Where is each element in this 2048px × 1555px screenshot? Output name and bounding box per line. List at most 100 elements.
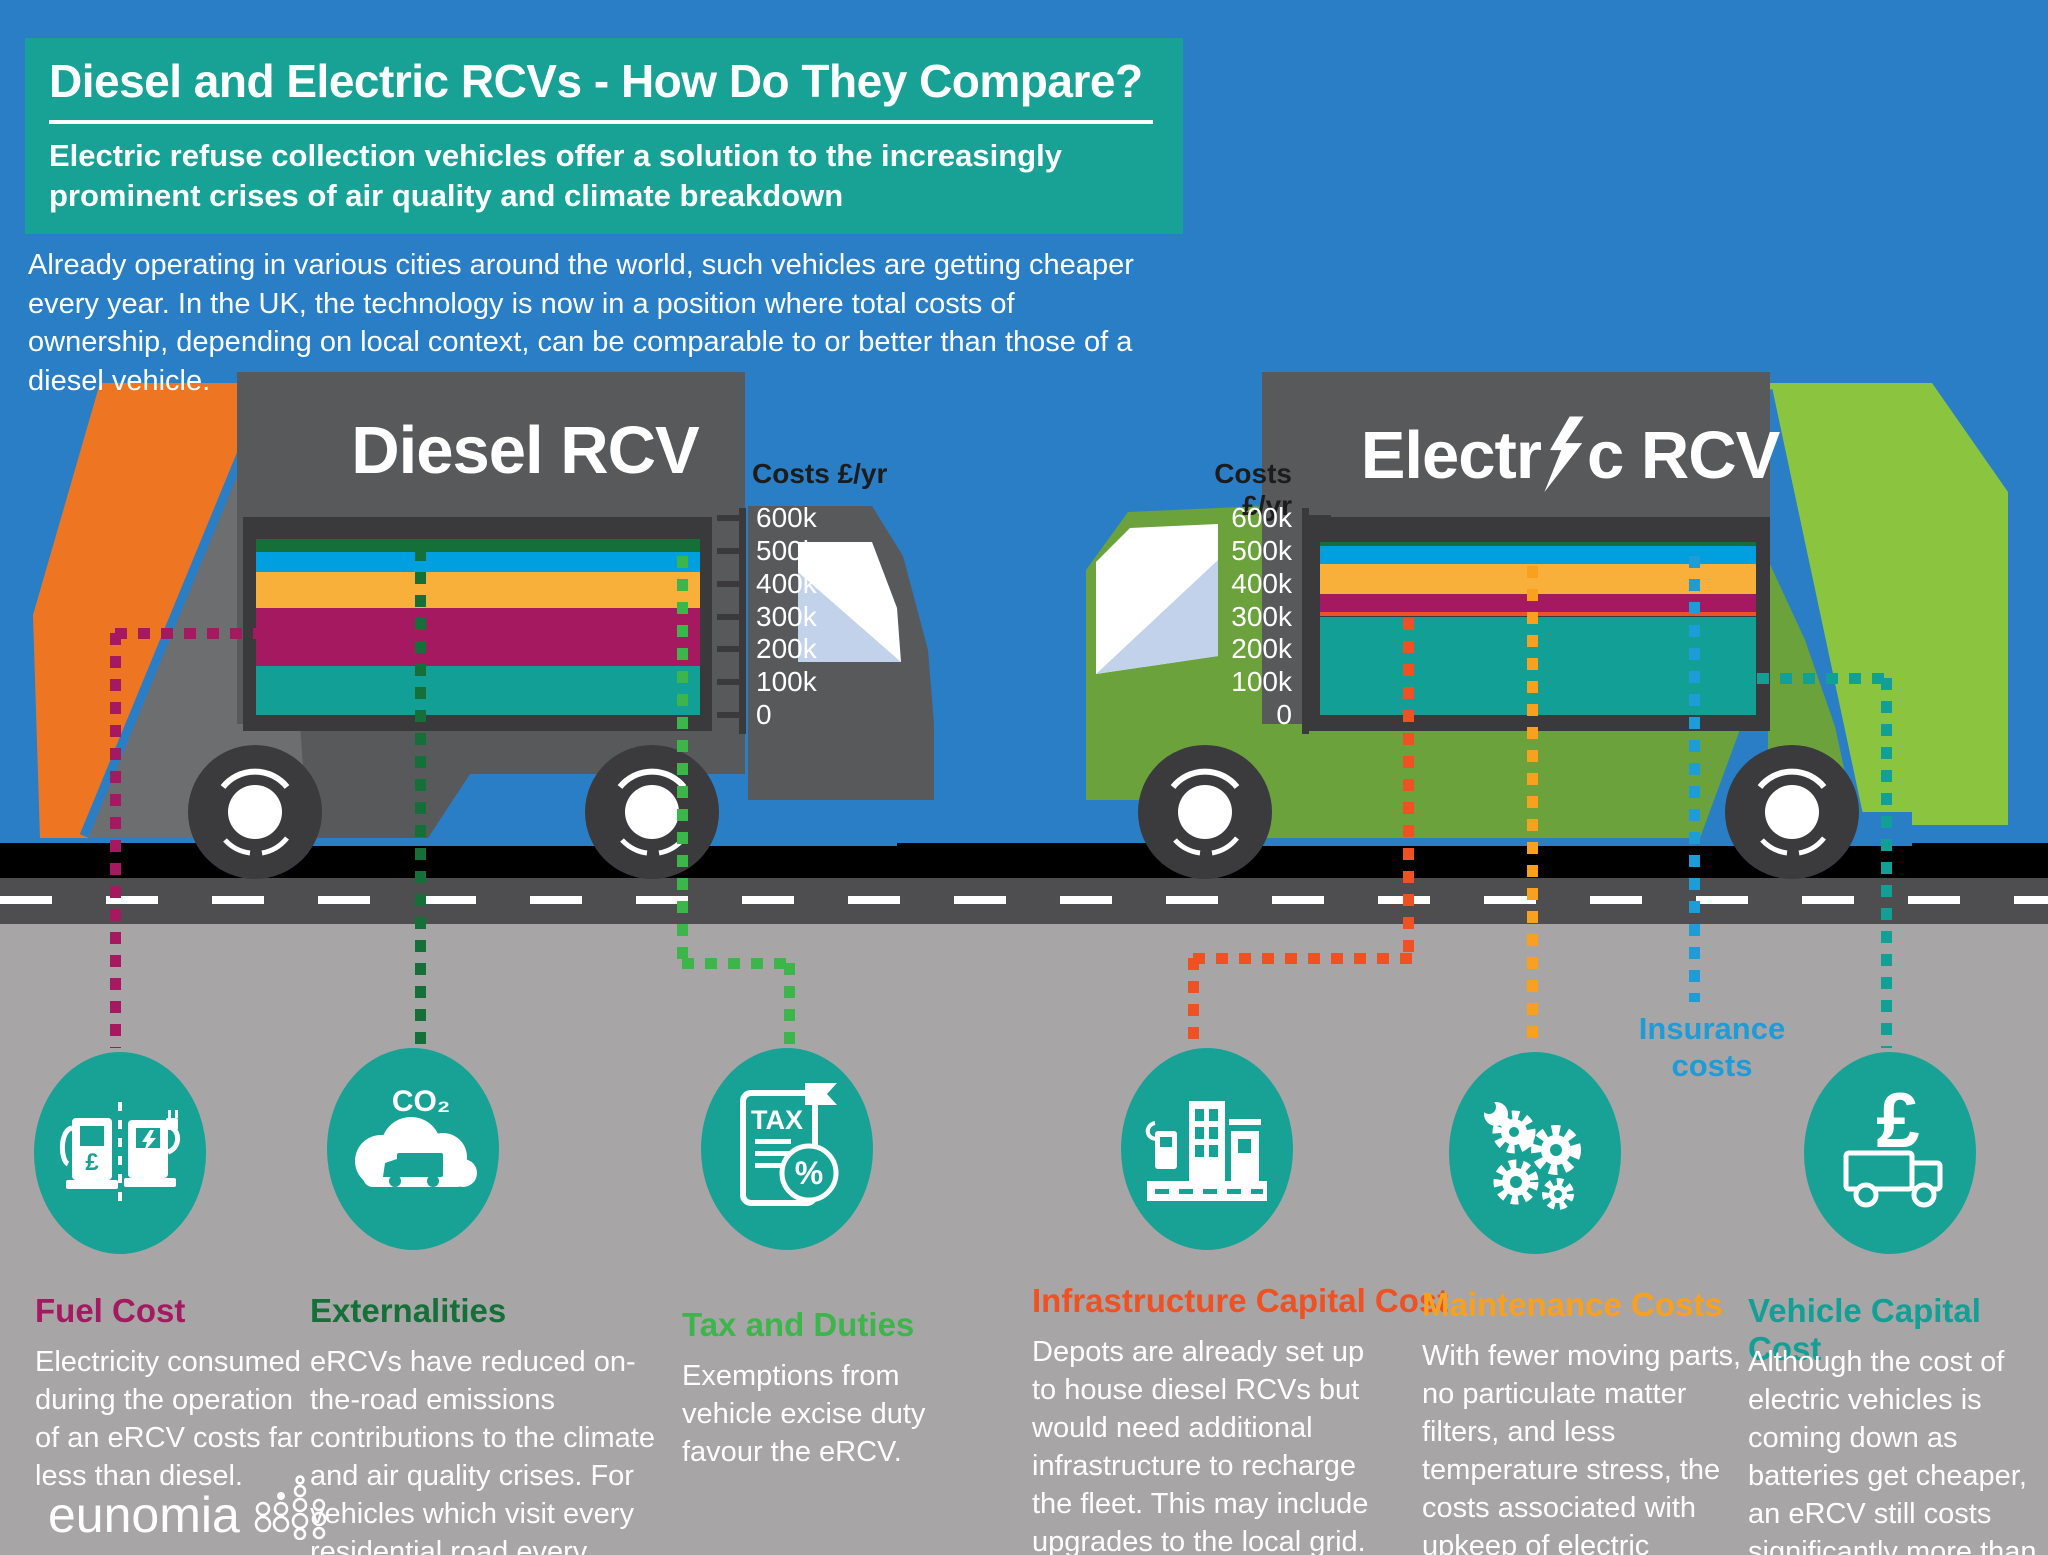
vehicle-capital-body: Although the cost of electric vehicles i… — [1748, 1346, 2037, 1555]
electric-chart-segment — [1320, 611, 1756, 617]
electric-title-pre: Electr — [1360, 417, 1542, 493]
infrastructure-icon-circle — [1121, 1048, 1293, 1250]
insurance-connector — [1689, 556, 1700, 1002]
fuel-connector — [110, 633, 121, 1048]
intro-paragraph: Already operating in various cities arou… — [28, 249, 1134, 397]
lightning-bolt-icon — [1544, 416, 1584, 493]
electric-axis-tick — [1307, 580, 1331, 587]
diesel-chart-segment — [256, 539, 700, 553]
electric-axis-tick-label: 400k — [1231, 567, 1292, 599]
electric-axis-caption: Costs £/yr — [1214, 458, 1292, 521]
diesel-chart-segment — [256, 608, 700, 666]
tax-connector — [784, 963, 795, 1044]
diesel-axis-line — [739, 508, 746, 734]
electric-axis-tick-label: 600k — [1231, 502, 1292, 533]
externalities-heading: Externalities — [310, 1292, 507, 1329]
tax-heading: Tax and Duties — [682, 1306, 915, 1343]
electric-hopper — [1763, 383, 2008, 825]
vehicle-capital-heading: Vehicle Capital Cost — [1748, 1292, 1981, 1367]
electric-axis-tick-label: 100k — [1231, 666, 1292, 698]
diesel-axis-caption: Costs £/yr — [752, 458, 888, 489]
diesel-chart-segment — [256, 572, 700, 609]
diesel-axis-tick-label: 600k — [756, 502, 817, 533]
diesel-truck-title: Diesel RCV — [351, 413, 699, 488]
electric-axis-tick-label: 0 — [1276, 699, 1292, 730]
electric-axis-tick — [1307, 547, 1331, 554]
electric-axis-tick-label: 500k — [1231, 534, 1292, 566]
svg-text:£: £ — [85, 1149, 99, 1176]
diesel-axis-tick — [717, 679, 741, 686]
truck-pound-icon: £ — [1843, 1083, 1943, 1208]
electric-axis-line — [1302, 508, 1309, 734]
electric-axis-tick-label: 200k — [1231, 633, 1292, 665]
maintenance-body: With fewer moving parts, no particulate … — [1422, 1340, 1742, 1555]
eunomia-logo-dots — [254, 1475, 327, 1540]
electric-chart-segment — [1320, 545, 1756, 564]
ground-background — [0, 924, 2048, 1555]
diesel-axis-tick-label: 200k — [756, 633, 817, 665]
electric-axis-tick — [1307, 613, 1331, 620]
maintenance-connector — [1527, 566, 1538, 1048]
fuel-pumps-icon: £ — [60, 1102, 180, 1206]
externalities-connector — [415, 549, 426, 1044]
electric-axis-tick — [1307, 712, 1331, 718]
header-box: Diesel and Electric RCVs - How Do They C… — [25, 38, 1183, 234]
svg-text:TAX: TAX — [751, 1105, 803, 1135]
diesel-axis-tick-label: 100k — [756, 666, 817, 698]
diesel-axis-tick — [717, 646, 741, 653]
svg-text:CO₂: CO₂ — [392, 1085, 450, 1118]
diesel-axis-tick — [717, 547, 741, 554]
insurance-costs-label: Insurance costs — [1638, 1011, 1786, 1084]
diesel-chart-segment — [256, 552, 700, 573]
page-title: Diesel and Electric RCVs - How Do They C… — [49, 55, 1143, 107]
diesel-chart-segment — [256, 665, 700, 715]
diesel-axis-tick — [717, 580, 741, 587]
eunomia-logo-text: eunomia — [48, 1487, 240, 1543]
diesel-axis-tick — [717, 613, 741, 620]
charging-depot-icon — [1145, 1101, 1267, 1201]
electric-chart-segment — [1320, 593, 1756, 612]
electric-axis-tick — [1307, 646, 1331, 653]
tax-connector — [682, 958, 794, 969]
fuel-connector — [115, 628, 265, 639]
infrastructure-connector — [1403, 618, 1414, 958]
electric-truck-title: Electr c RCV — [1290, 412, 1850, 498]
vehicle-connector — [1881, 678, 1892, 1048]
electric-chart-segment — [1320, 616, 1756, 715]
eunomia-logo: eunomia — [48, 1474, 332, 1544]
diesel-axis-tick-label: 400k — [756, 567, 817, 599]
tax-icon-circle: TAX % — [701, 1048, 873, 1250]
electric-wheels — [1138, 745, 1859, 879]
ground-shadow-strip — [0, 843, 2048, 878]
electric-axis-tick — [1307, 679, 1331, 686]
vehicle-connector — [1757, 673, 1891, 684]
externalities-body: eRCVs have reduced on-the-road emissions… — [310, 1346, 655, 1555]
tax-body: Exemptions from vehicle excise duty favo… — [682, 1360, 926, 1468]
diesel-axis-tick-label: 500k — [756, 534, 817, 566]
maintenance-icon-circle — [1449, 1052, 1621, 1254]
maintenance-heading: Maintenance Costs — [1422, 1286, 1723, 1323]
diesel-axis-tick-label: 0 — [756, 699, 772, 730]
diesel-axis-tick — [717, 515, 741, 521]
electric-chart-segment — [1320, 541, 1756, 546]
infrastructure-heading: Infrastructure Capital Cost — [1032, 1282, 1449, 1319]
page-subtitle: Electric refuse collection vehicles offe… — [49, 138, 1062, 213]
fuel-cost-icon-circle: £ — [34, 1052, 206, 1254]
electric-axis-tick-label: 300k — [1231, 600, 1292, 632]
diesel-axis-tick — [717, 712, 741, 718]
infrastructure-body: Depots are already set up to house diese… — [1032, 1336, 1369, 1555]
infrastructure-connector — [1188, 958, 1199, 1044]
gears-icon — [1482, 1100, 1581, 1210]
tax-connector — [677, 556, 688, 963]
diesel-axis-tick-label: 300k — [756, 600, 817, 632]
fuel-cost-body: Electricity consumed during the operatio… — [35, 1346, 303, 1492]
diesel-hopper — [33, 383, 273, 838]
electric-axis-tick — [1307, 515, 1331, 521]
road-centerline — [0, 896, 2048, 904]
co2-cloud-icon: CO₂ — [355, 1085, 477, 1187]
svg-text:%: % — [795, 1155, 823, 1191]
externalities-icon-circle: CO₂ — [327, 1048, 499, 1250]
title-underline — [49, 120, 1153, 124]
